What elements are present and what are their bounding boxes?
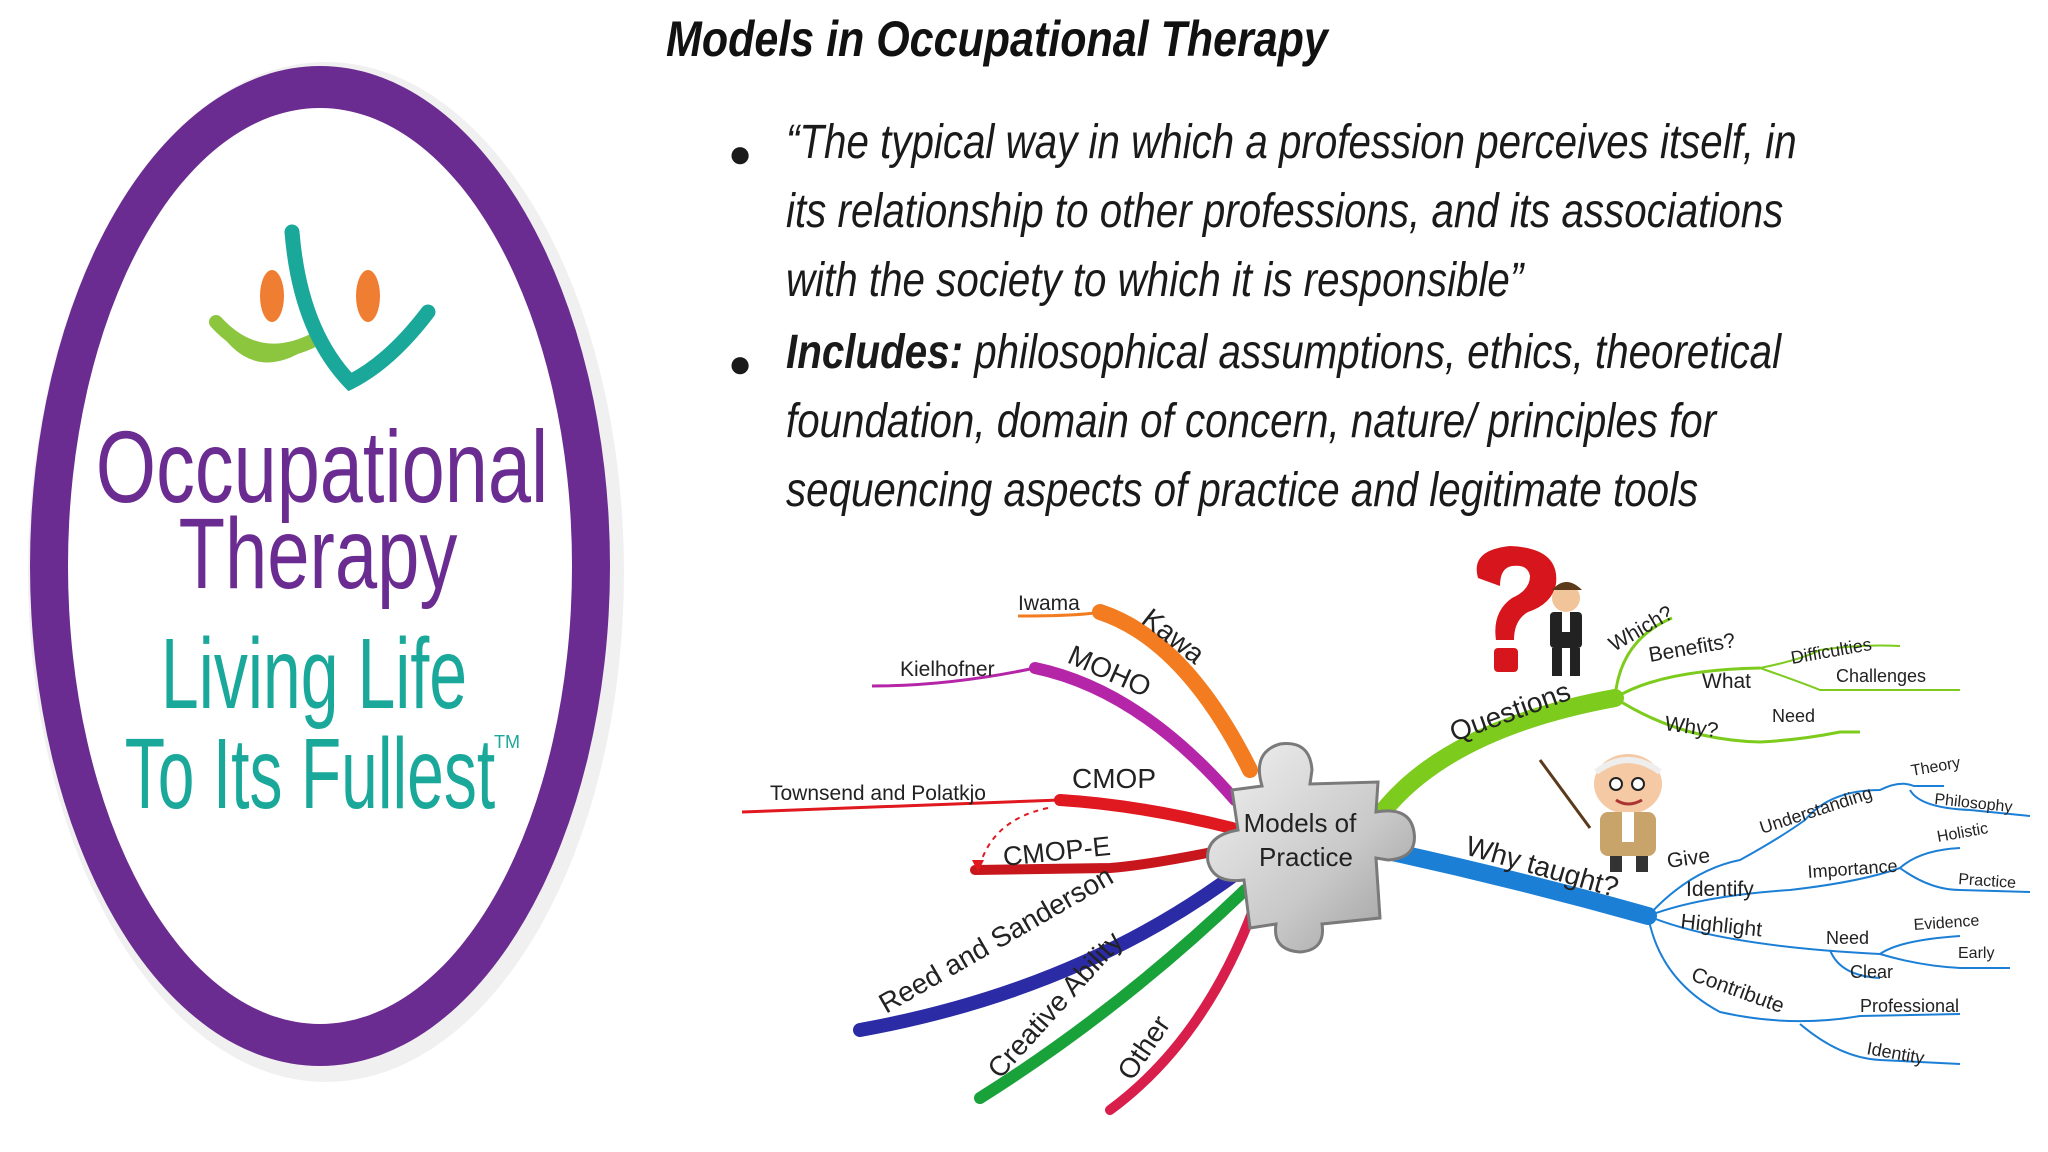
- branch-cmop-e: CMOP-E: [970, 807, 1237, 875]
- branch-cmop: CMOP Townsend and Polatkjo: [741, 763, 1238, 834]
- center-line-1: Models of: [1244, 808, 1357, 838]
- logo-tagline-1: Living Life: [161, 619, 467, 730]
- bullet-text: Includes: philosophical assumptions, eth…: [786, 318, 1844, 525]
- label-townsend: Townsend and Polatkjo: [770, 782, 986, 805]
- logo-trademark: TM: [494, 732, 520, 752]
- label-professional: Professional: [1860, 996, 1959, 1016]
- label-iwama: Iwama: [1018, 592, 1080, 615]
- center-line-2: Practice: [1259, 842, 1353, 872]
- label-identity: Identity: [1865, 1038, 1926, 1068]
- label-kielhofner: Kielhofner: [900, 658, 995, 681]
- label-understanding: Understanding: [1757, 783, 1875, 838]
- puzzle-piece-icon: Models of Practice: [1206, 742, 1416, 954]
- label-theory: Theory: [1910, 755, 1962, 780]
- label-clear: Clear: [1850, 962, 1893, 982]
- bullet-dot: ●: [728, 132, 753, 176]
- label-early: Early: [1958, 945, 1994, 962]
- label-other: Other: [1111, 1010, 1176, 1085]
- question-mark-icon: [1476, 546, 1557, 672]
- logo-line-therapy: Therapy: [179, 498, 458, 609]
- label-challenges: Challenges: [1836, 666, 1926, 686]
- label-need-w: Need: [1826, 928, 1869, 948]
- label-evidence: Evidence: [1913, 912, 1980, 934]
- label-identify: Identify: [1686, 878, 1754, 901]
- label-philosophy: Philosophy: [1934, 791, 2014, 816]
- label-questions: Questions: [1445, 675, 1574, 747]
- label-cmop: CMOP: [1072, 763, 1156, 794]
- bullet-dot: ●: [728, 342, 753, 386]
- bullet-bold-label: Includes:: [786, 326, 963, 379]
- people-figure-icon: [209, 224, 436, 392]
- label-importance: Importance: [1807, 856, 1898, 882]
- branch-why-taught: Why taught? Give Understanding Theory Ph…: [1383, 755, 2031, 1068]
- logo-tagline-2: To Its Fullest: [125, 717, 495, 829]
- label-what: What: [1702, 670, 1751, 693]
- label-holistic: Holistic: [1936, 820, 1990, 846]
- logo-line-occupational: Occupational: [96, 411, 548, 525]
- ot-logo: Occupational Therapy Living Life To Its …: [28, 62, 624, 1082]
- bullet-body: philosophical assumptions, ethics, theor…: [786, 326, 1782, 517]
- label-need-q: Need: [1772, 706, 1815, 726]
- slide-title: Models in Occupational Therapy: [666, 11, 1328, 67]
- label-contribute: Contribute: [1688, 963, 1787, 1018]
- teacher-icon: [1538, 754, 1662, 872]
- label-practice: Practice: [1958, 871, 2017, 892]
- label-why: Why?: [1663, 712, 1719, 742]
- label-give: Give: [1665, 844, 1711, 873]
- bullet-text: “The typical way in which a profession p…: [786, 116, 1797, 307]
- branch-questions: Questions Which? Benefits? Difficulties …: [1366, 601, 1960, 831]
- label-highlight: Highlight: [1679, 910, 1763, 941]
- label-difficulties: Difficulties: [1789, 634, 1873, 668]
- label-benefits: Benefits?: [1647, 629, 1737, 667]
- businessman-icon: [1550, 582, 1582, 676]
